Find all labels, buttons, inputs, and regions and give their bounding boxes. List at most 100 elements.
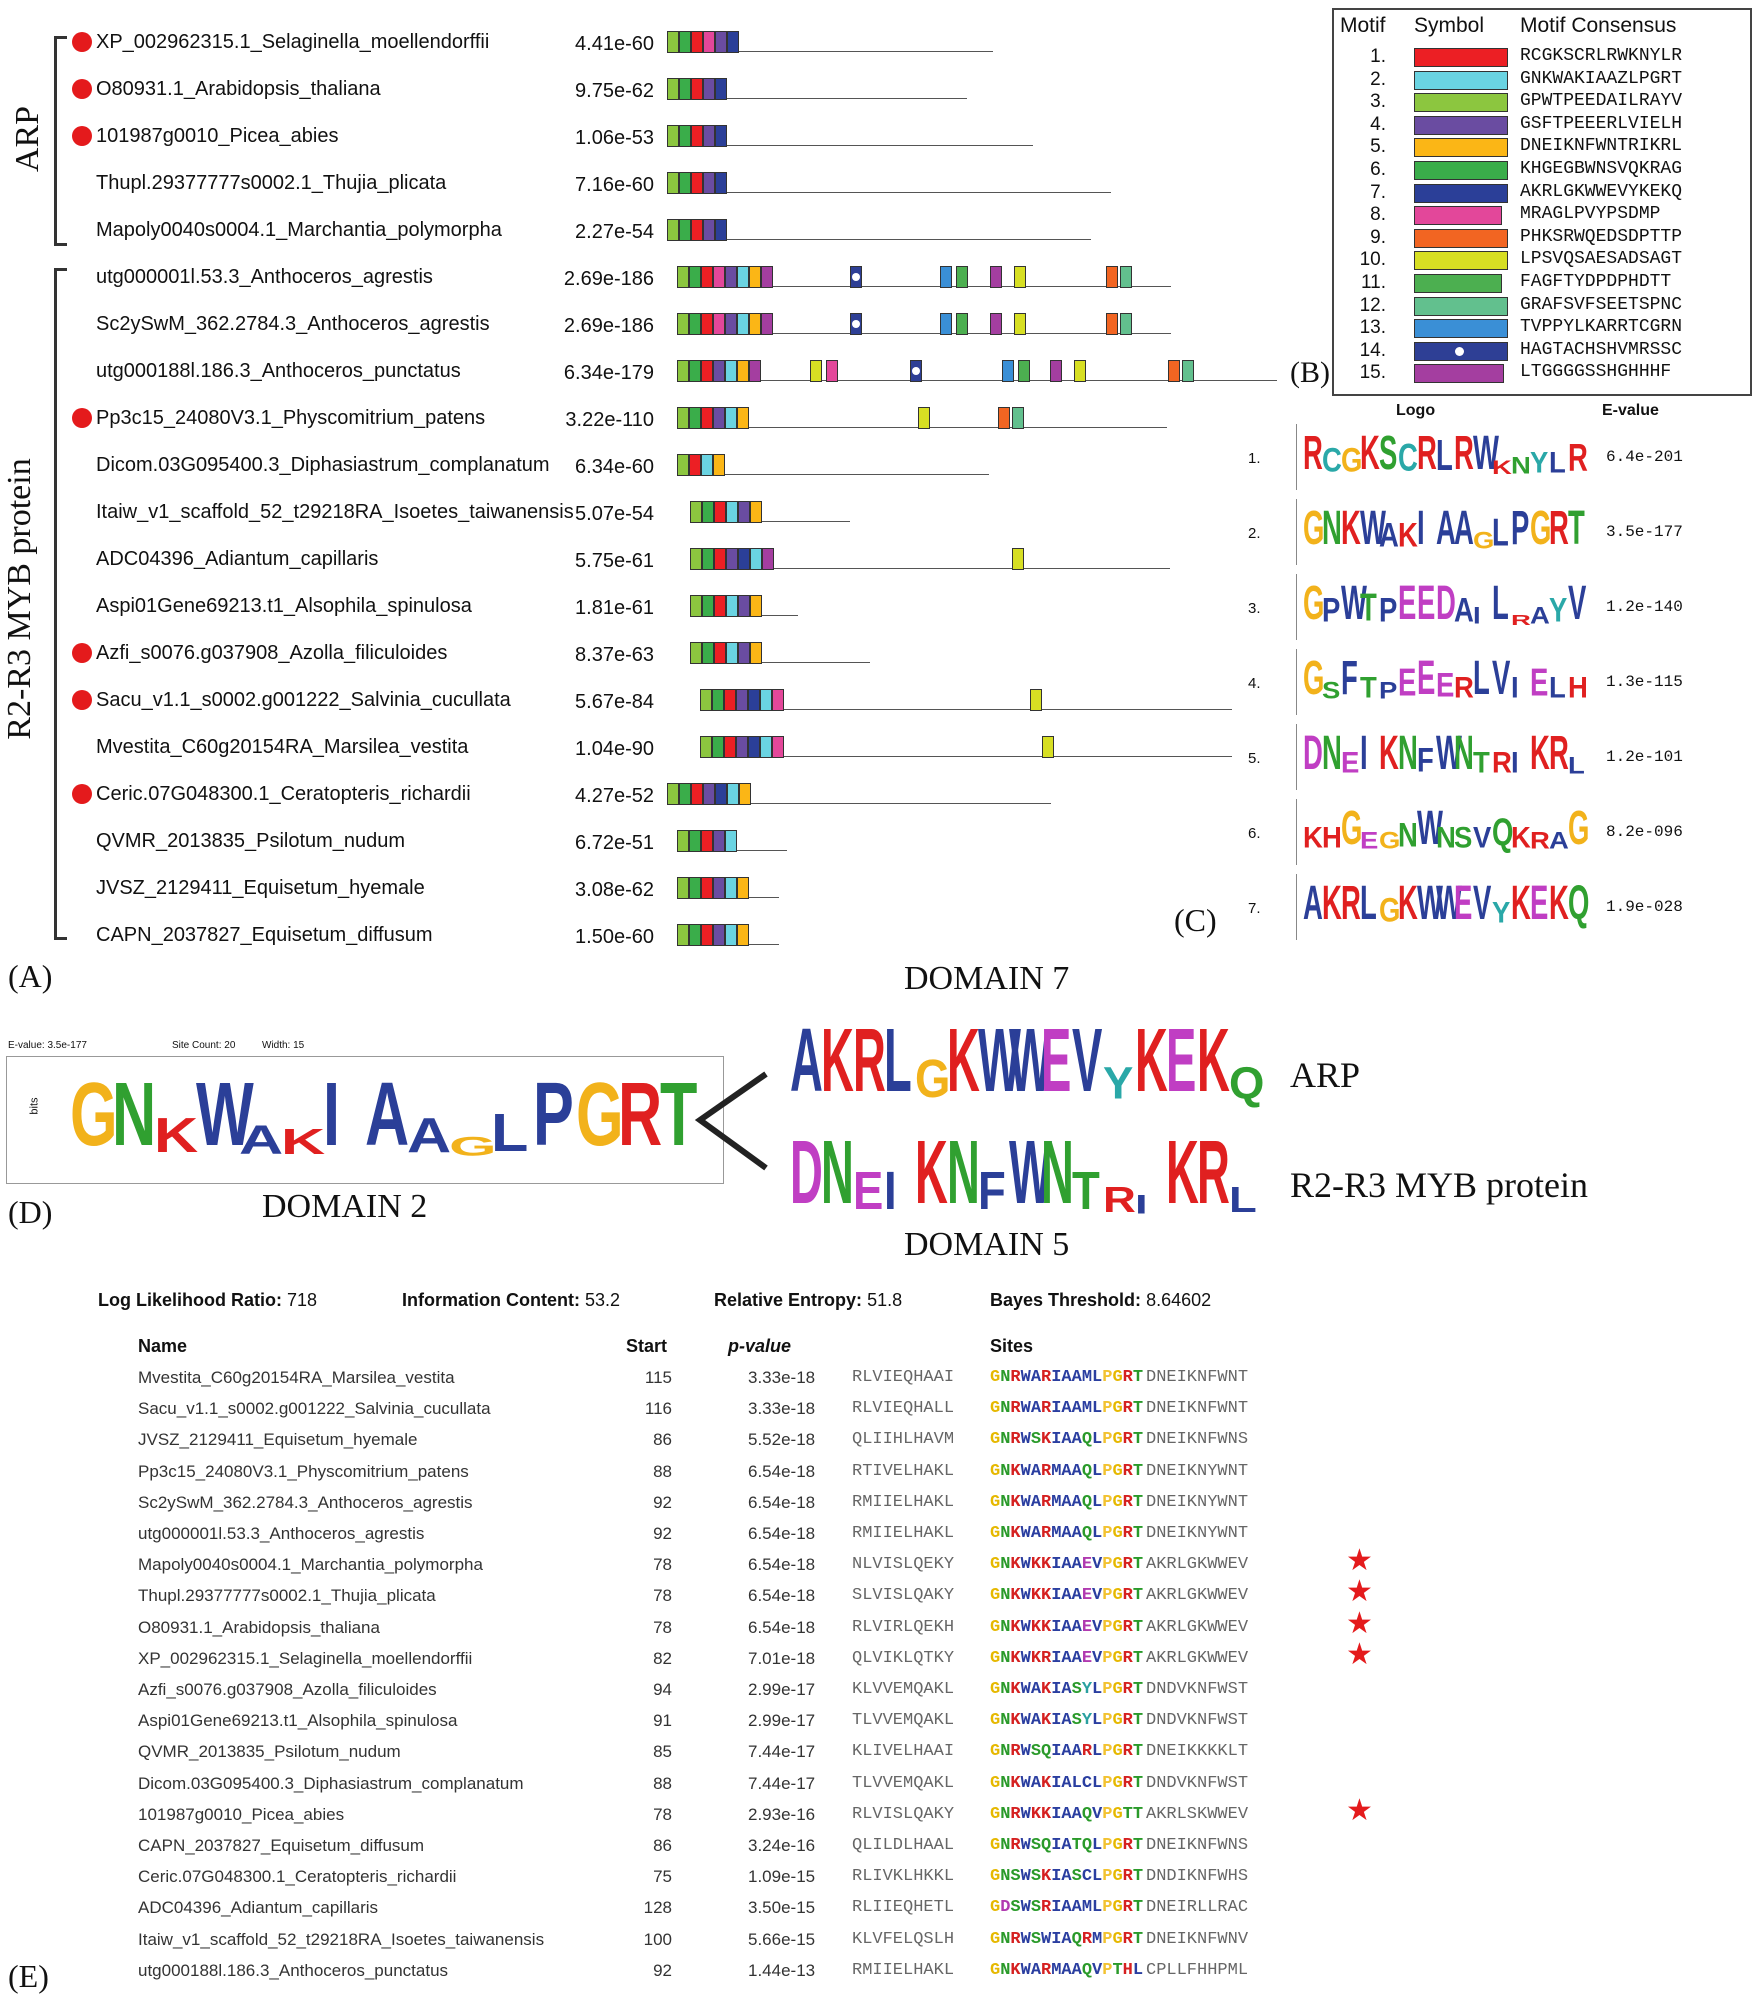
site-row-left-flank: RLVISLQAKY [852,1804,955,1824]
motif-block-3 [677,830,689,852]
motif-block-9 [1106,266,1118,288]
protein-name: Azfi_s0076.g037908_Azolla_filiculoides [96,642,448,664]
motif-block-7 [748,736,760,758]
legend-consensus: LPSVQSAESADSAGT [1520,249,1683,270]
motif-block-4 [738,642,750,664]
motif-block-15 [761,313,773,335]
site-row-right-flank: DNDVKNFWST [1146,1680,1249,1699]
legend-color-swatch [1414,70,1508,90]
site-row-pvalue: 7.44e-17 [748,1742,816,1762]
logo-letter: G [915,1049,951,1109]
motif-block-8 [713,313,725,335]
logo-number: 7. [1248,900,1261,917]
logo-number: 4. [1248,675,1261,692]
site-row-name: utg000188l.186.3_Anthoceros_punctatus [138,1960,449,1980]
site-row-name: utg000001l.53.3_Anthoceros_agrestis [138,1524,425,1543]
motif-block-2 [726,642,738,664]
motif-block-6 [689,360,701,382]
legend-row: 12.GRAFSVFSEETSPNC [1334,295,1750,317]
protein-evalue: 3.22e-110 [565,409,654,431]
logo-number: 6. [1248,825,1261,842]
legend-row: 1.RCGKSCRLRWKNYLR [1334,46,1750,68]
legend-header-motif: Motif [1340,14,1386,37]
site-row-name: Sc2ySwM_362.2784.3_Anthoceros_agrestis [138,1492,473,1512]
legend-consensus: FAGFTYDPDPHDTT [1520,272,1672,292]
motif-block-3 [677,877,689,899]
site-row-start: 86 [653,1836,672,1855]
legend-color-swatch [1414,93,1508,113]
site-row-left-flank: QLIIHLHAVM [852,1430,955,1450]
site-row-left-flank: QLILDLHAAL [852,1836,955,1855]
logo-letter: K [1397,876,1418,931]
logo-letter: G [1340,801,1363,856]
logo-letter: N [1321,726,1342,781]
logo-letter: S [1378,426,1398,481]
site-row-right-flank: DNEIKKKKLT [1146,1742,1249,1762]
motif-block-10 [1030,689,1042,711]
motif-block-4 [703,219,715,241]
logo-evalue: 1.3e-115 [1606,673,1683,691]
logo-letter: P [1378,677,1398,705]
logo-letter: W [1435,726,1462,781]
site-row-site: GNSWSKIASCLPGRT [990,1867,1144,1887]
marker-dot [72,784,92,804]
motif-block-4 [713,360,725,382]
panel-label-b: (B) [1290,356,1330,389]
motif-block-3 [677,360,689,382]
logo-letter: P [1378,591,1398,630]
site-row-pvalue: 2.99e-17 [748,1680,816,1699]
motif-block-5 [749,266,761,288]
site-row-name: CAPN_2037827_Equisetum_diffusum [138,1836,425,1855]
motif-block-6 [689,830,701,852]
logo-letter: E [1166,1011,1197,1111]
site-row-site: GNRWARIAAMLPGRT [990,1368,1144,1387]
legend-consensus: LTGGGGSSHGHHHF [1520,362,1672,383]
logo-letter: E [1359,827,1379,855]
legend-motif-number: 10. [1359,249,1386,271]
site-row-site: GNKWARMAAQLPGRT [990,1524,1144,1543]
site-row-pvalue: 2.93e-16 [748,1804,816,1824]
site-row-name: Aspi01Gene69213.t1_Alsophila_spinulosa [138,1711,458,1731]
site-row-name: Thupl.29377777s0002.1_Thujia_plicata [138,1586,436,1606]
legend-color-swatch [1414,48,1508,67]
bits-axis-label: bits [28,1097,41,1115]
protein-name: Itaiw_v1_scaffold_52_t29218RA_Isoetes_ta… [96,501,574,523]
logo-letter: N [1397,726,1418,781]
protein-name: Sacu_v1.1_s0002.g001222_Salvinia_cuculla… [96,689,511,711]
legend-color-swatch [1414,341,1508,361]
protein-name: Thupl.29377777s0002.1_Thujia_plicata [96,172,447,194]
motif-block-6 [679,125,691,147]
logo-letter: D [1303,726,1323,781]
protein-name: 101987g0010_Picea_abies [96,125,339,147]
site-row-name: Mvestita_C60g20154RA_Marsilea_vestita [138,1368,455,1387]
motif-block-1 [701,266,713,288]
protein-length-line [677,380,1277,381]
logo-letter: I [322,1065,340,1165]
motif-block-11 [1018,360,1030,382]
legend-motif-number: 2. [1370,68,1386,90]
site-row-pvalue: 1.09e-15 [748,1867,816,1887]
legend-row: 10. LPSVQSAESADSAGT [1334,249,1750,271]
motif-block-1 [691,125,703,147]
motif-block-10 [810,360,822,382]
motif-block-7 [715,219,727,241]
motif-block-3 [700,689,712,711]
comparison-chevron [694,1071,768,1171]
logo-letter: W [1435,876,1462,931]
logo-letter: V [1492,651,1511,706]
motif-block-5 [737,407,749,429]
site-row-left-flank: RLVIRLQEKH [852,1617,955,1637]
motif-block-3 [667,783,679,805]
site-row-site: GNRWSWIAQRMPGRT [990,1929,1144,1949]
logo-evalue: 1.9e-028 [1606,898,1683,916]
logo-letter: A [790,1011,823,1111]
motif-block-4 [738,595,750,617]
motif-block-1 [701,407,713,429]
legend-motif-number: 13. [1359,317,1386,339]
motif-block-2 [726,501,738,523]
motif-block-14 [850,313,862,335]
